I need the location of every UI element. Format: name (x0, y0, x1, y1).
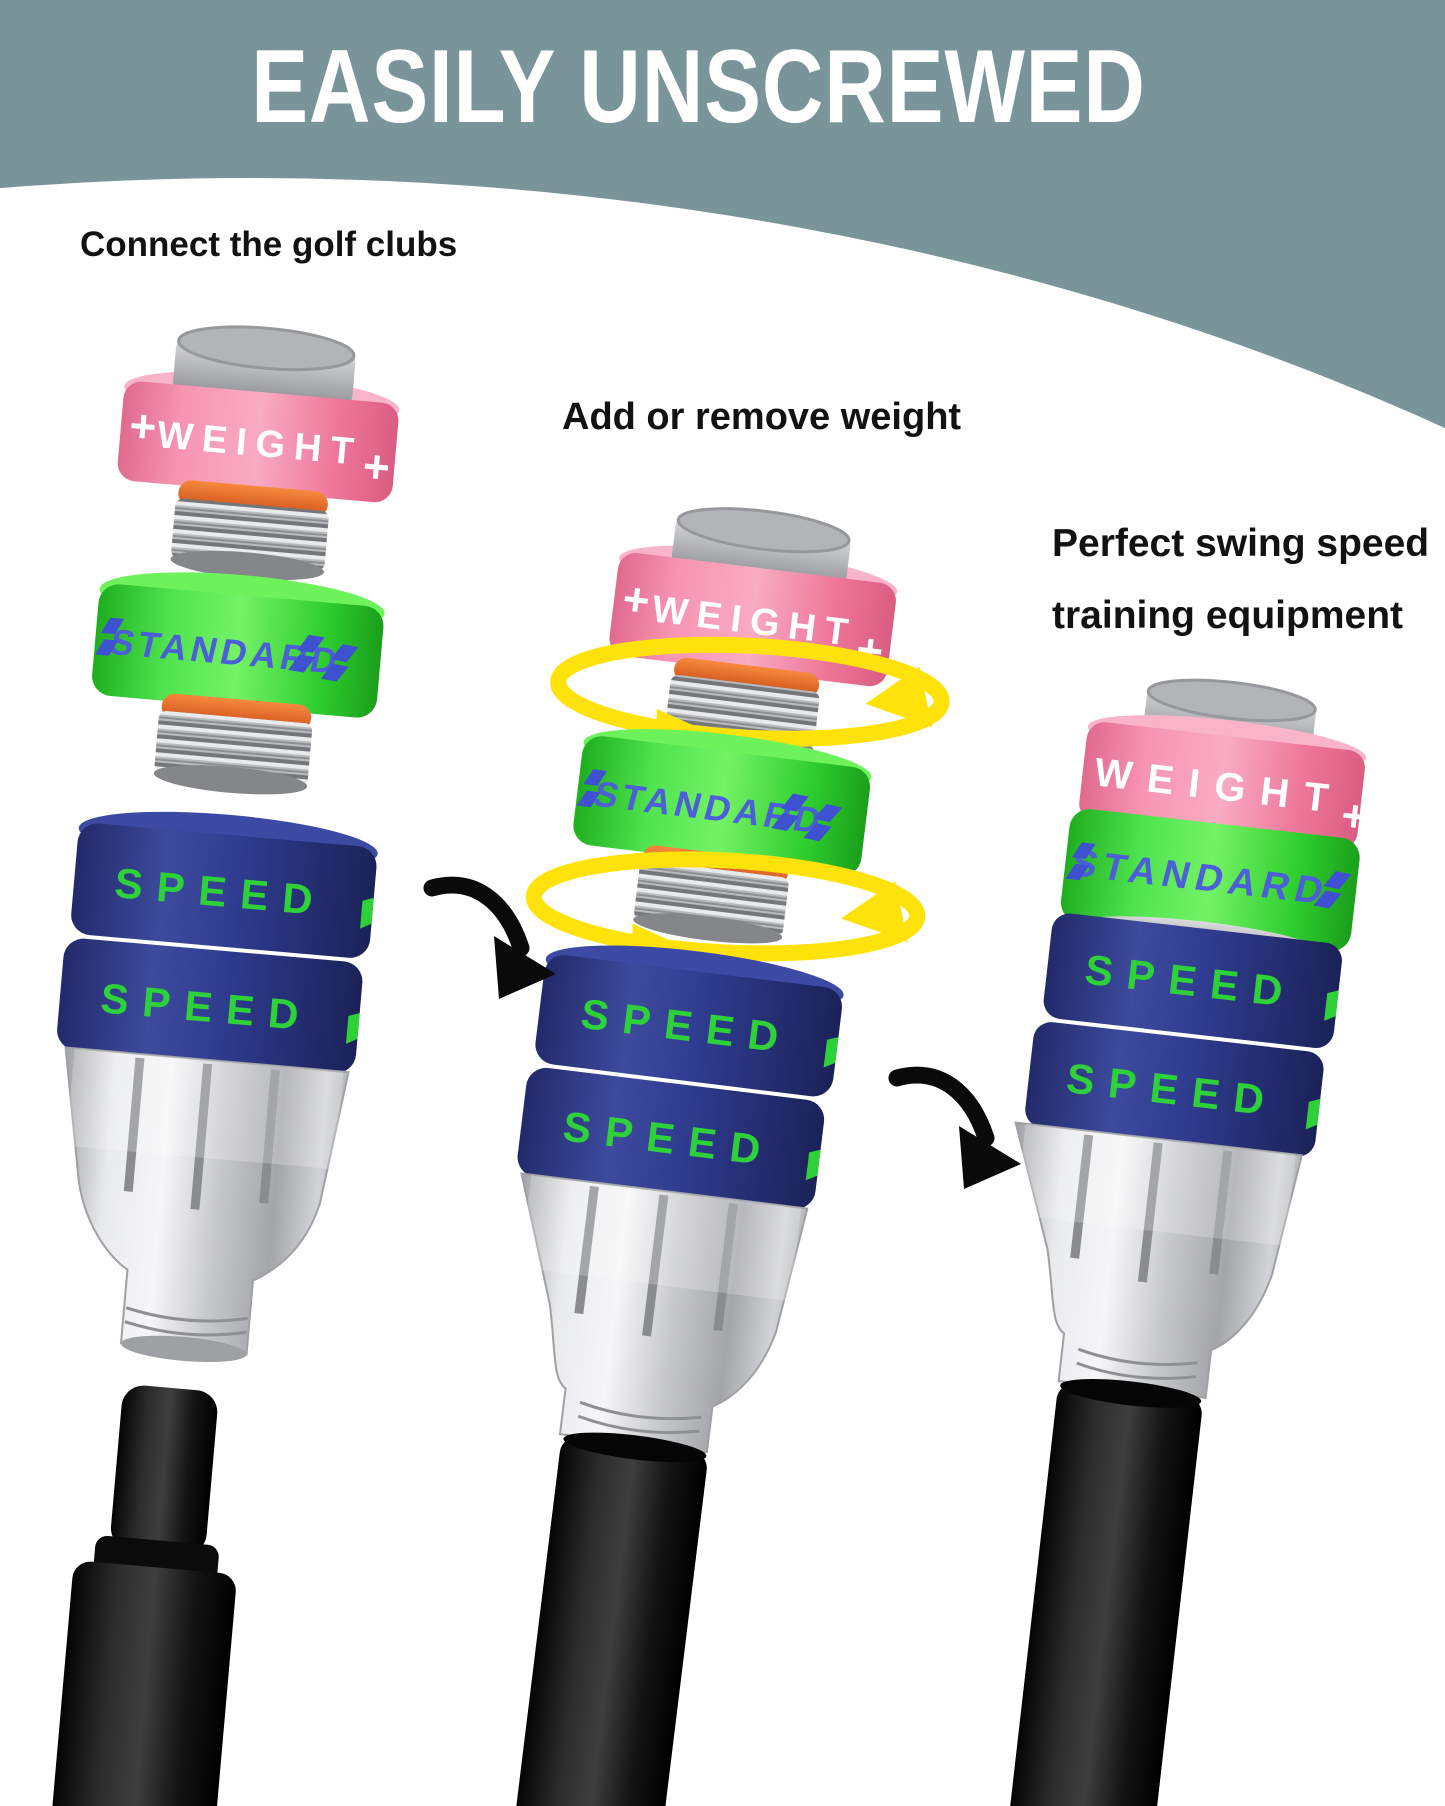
standard-ring: STANDARD (92, 572, 385, 795)
golf-shaft (38, 1385, 236, 1806)
speed-band-1 (71, 823, 377, 958)
weight-band (117, 381, 399, 503)
adapter-flute (1137, 1142, 1163, 1283)
step3-caption-line2: training equipment (1052, 594, 1403, 637)
neck-ring-line (1077, 1347, 1198, 1367)
speed-band-2 (1025, 1022, 1324, 1157)
adapter-flute (574, 1185, 599, 1315)
bolt-icons (94, 617, 359, 685)
adapter-sheen (519, 1174, 802, 1302)
shaft-tip (110, 1385, 218, 1555)
adapter-sheen (65, 1048, 344, 1170)
step2-assembly: WEIGHT + + STANDARD (510, 507, 950, 1806)
speed-band-2 (517, 1067, 825, 1210)
plus-icon: + (620, 572, 653, 627)
bolt-icon-partial (805, 1149, 821, 1181)
golf-shaft (1003, 1379, 1202, 1806)
threads-bottom (170, 550, 324, 581)
bolt-icon-partial (1305, 1098, 1321, 1130)
shaft-body (1003, 1383, 1202, 1806)
adapter-flute (123, 1057, 145, 1192)
shaft-body (38, 1561, 236, 1806)
speed-adapter: SPEED SPEED (510, 945, 844, 1806)
weight-cap-top (177, 325, 356, 372)
adapter-flute (1209, 1150, 1233, 1275)
adapter-sheen (1015, 1123, 1296, 1246)
step3-assembly: WEIGHT + STANDARD SPEED SP (1003, 678, 1370, 1806)
standard-band (573, 736, 871, 877)
neck-ring-line (1076, 1361, 1197, 1380)
threads-bottom (153, 765, 308, 795)
speed-band-1 (535, 955, 843, 1097)
bolt-icon-partial (345, 1012, 360, 1044)
bolt-icons (1065, 842, 1352, 912)
adapter-flute (259, 1069, 280, 1204)
speed-adapter: SPEED SPEED (57, 811, 378, 1363)
shaft-body (510, 1436, 707, 1806)
adapter-body (1014, 1121, 1303, 1400)
standard-ring: STANDARD (573, 729, 872, 944)
step2-caption: Add or remove weight (562, 396, 962, 438)
threads-bottom (633, 913, 783, 944)
neck-ring-line (125, 1306, 248, 1323)
shaft-top (563, 1432, 707, 1463)
standard-ring: STANDARD (1060, 809, 1360, 952)
shaft-top (1060, 1379, 1202, 1408)
neck-ring-line (579, 1400, 702, 1421)
weight-cap-top (1146, 678, 1317, 723)
plus-icon: + (127, 399, 158, 453)
bolt-icon-partial (1324, 990, 1339, 1021)
weight-ring: WEIGHT + (1079, 678, 1370, 850)
weight-ring: WEIGHT + + (117, 325, 400, 581)
adapter-tip (120, 1335, 247, 1363)
step3-caption-line1: Perfect swing speed (1052, 522, 1430, 565)
step-arrow-icon (888, 1066, 1021, 1189)
bolt-icon-partial (823, 1037, 839, 1068)
adapter-flute (1070, 1134, 1094, 1259)
adapter-flute (713, 1203, 738, 1332)
banner-title: EASILY UNSCREWED (251, 29, 1146, 145)
speed-band-2 (57, 938, 363, 1074)
step-arrow-icon (423, 876, 556, 999)
step1-caption: Connect the golf clubs (80, 225, 458, 264)
adapter-flute (642, 1194, 669, 1337)
weight-cap-top (676, 507, 851, 554)
adapter-flute (190, 1063, 213, 1210)
step3-caption: Perfect swing speed training equipment (1052, 508, 1429, 652)
adapter-body (520, 1172, 809, 1454)
plus-icon: + (1339, 791, 1370, 843)
speed-band-1 (1043, 913, 1342, 1049)
plus-icon: + (361, 439, 392, 493)
bolt-icon-partial (360, 897, 374, 929)
o-ring (674, 657, 820, 697)
banner-curve (0, 178, 1445, 460)
standard-band (1060, 809, 1360, 952)
speed-adapter (1014, 1121, 1303, 1400)
step1-assembly: WEIGHT + + STANDARD (38, 325, 400, 1806)
neck-ring-line (124, 1320, 247, 1337)
neck-ring-line (577, 1414, 700, 1435)
bolt-icons (576, 769, 843, 845)
standard-band (92, 584, 384, 718)
speed-rings: SPEED SPEED (1025, 913, 1342, 1157)
